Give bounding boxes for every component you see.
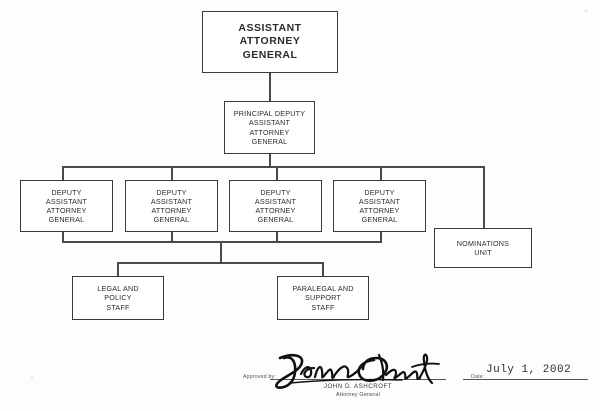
node-principal-deputy-assistant-attorney-general[interactable]: PRINCIPAL DEPUTY ASSISTANT ATTORNEY GENE… <box>224 101 315 154</box>
connector-collector-to-staff-bus <box>220 241 222 263</box>
date-value: July 1, 2002 <box>486 364 572 376</box>
signature-line <box>270 379 446 380</box>
signatory-title: Attorney General <box>336 392 380 398</box>
scan-speck <box>31 377 33 379</box>
scan-speck <box>585 10 587 12</box>
connector-root-to-principal <box>269 73 271 101</box>
connector-drop-paralegal-support-staff <box>322 262 324 276</box>
node-legal-and-policy-staff[interactable]: LEGAL AND POLICY STAFF <box>72 276 164 320</box>
connector-riser-deputy-3 <box>276 232 278 242</box>
node-label: DEPUTY ASSISTANT ATTORNEY GENERAL <box>254 187 297 225</box>
node-label: DEPUTY ASSISTANT ATTORNEY GENERAL <box>45 187 88 225</box>
connector-drop-deputy-1 <box>62 166 64 180</box>
connector-riser-deputy-1 <box>62 232 64 242</box>
connector-drop-deputy-4 <box>380 166 382 180</box>
node-label: NOMINATIONS UNIT <box>456 238 510 257</box>
node-deputy-assistant-attorney-general-2[interactable]: DEPUTY ASSISTANT ATTORNEY GENERAL <box>125 180 218 232</box>
approved-by-label: Approved by: <box>243 374 276 380</box>
date-label: Date: <box>471 374 485 380</box>
node-deputy-assistant-attorney-general-1[interactable]: DEPUTY ASSISTANT ATTORNEY GENERAL <box>20 180 113 232</box>
connector-bus-deputies-collector <box>62 241 382 243</box>
connector-bus-level3 <box>62 166 484 168</box>
node-nominations-unit[interactable]: NOMINATIONS UNIT <box>434 228 532 268</box>
node-label: PARALEGAL AND SUPPORT STAFF <box>292 284 354 312</box>
connector-riser-deputy-4 <box>380 232 382 242</box>
node-label: LEGAL AND POLICY STAFF <box>97 284 139 312</box>
connector-riser-deputy-2 <box>171 232 173 242</box>
connector-bus-level4 <box>117 262 323 264</box>
connector-drop-deputy-3 <box>276 166 278 180</box>
connector-drop-legal-policy-staff <box>117 262 119 276</box>
node-assistant-attorney-general[interactable]: ASSISTANT ATTORNEY GENERAL <box>202 11 338 73</box>
node-label: DEPUTY ASSISTANT ATTORNEY GENERAL <box>358 187 401 225</box>
connector-drop-deputy-2 <box>171 166 173 180</box>
connector-drop-nominations-unit <box>483 166 485 228</box>
node-label: DEPUTY ASSISTANT ATTORNEY GENERAL <box>150 187 193 225</box>
node-deputy-assistant-attorney-general-3[interactable]: DEPUTY ASSISTANT ATTORNEY GENERAL <box>229 180 322 232</box>
node-label: ASSISTANT ATTORNEY GENERAL <box>238 21 302 61</box>
connector-principal-to-bus <box>269 154 271 167</box>
node-paralegal-and-support-staff[interactable]: PARALEGAL AND SUPPORT STAFF <box>277 276 369 320</box>
node-label: PRINCIPAL DEPUTY ASSISTANT ATTORNEY GENE… <box>233 109 306 146</box>
node-deputy-assistant-attorney-general-4[interactable]: DEPUTY ASSISTANT ATTORNEY GENERAL <box>333 180 426 232</box>
signatory-name: JOHN D. ASHCROFT <box>323 383 393 390</box>
date-line <box>463 379 588 380</box>
